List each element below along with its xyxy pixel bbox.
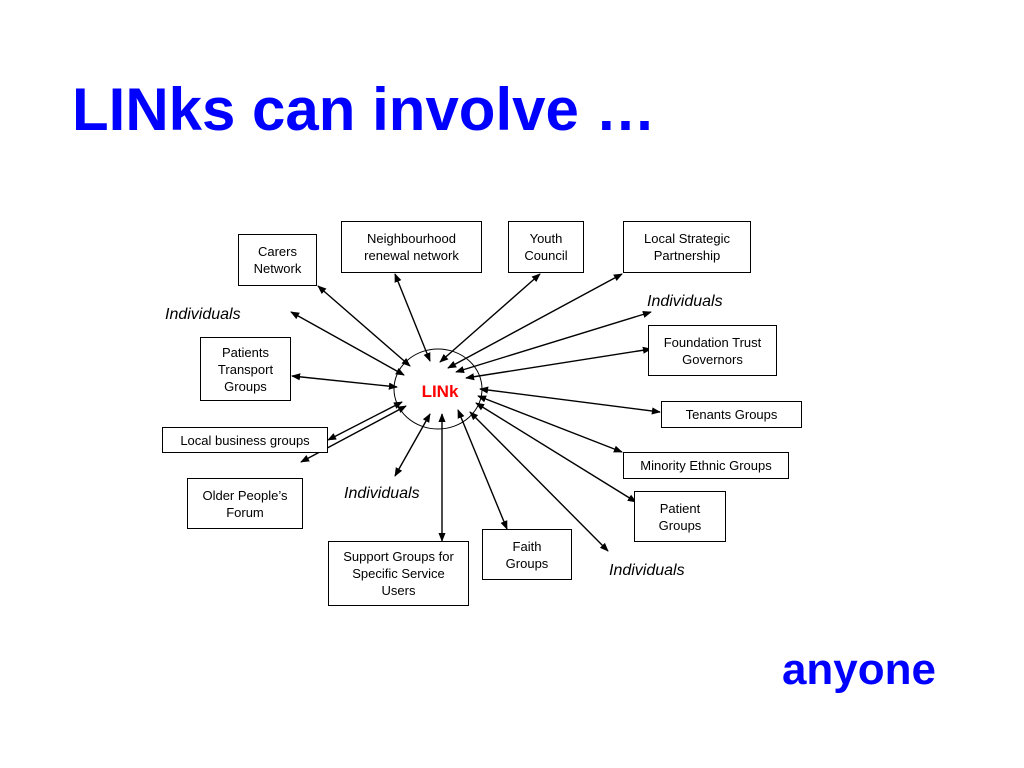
connector-local-strategic-partnership [447,273,623,369]
connector-carers-network [317,285,411,367]
node-youth-council: Youth Council [508,221,584,273]
node-carers-network: Carers Network [238,234,317,286]
node-local-strategic-partnership: Local Strategic Partnership [623,221,751,273]
connector-faith-groups [457,409,508,530]
connector-individuals-lower-middle [394,413,431,477]
connector-individuals-upper-right [455,310,652,374]
connector-patient-groups [475,402,637,503]
connector-foundation-trust-governors [465,346,652,381]
slide-footer-text: anyone [781,645,936,694]
individuals-label-lower-right: Individuals [609,562,685,579]
individuals-label-lower-middle: Individuals [344,485,420,502]
connector-local-business [327,401,403,441]
node-patients-transport-groups: Patients Transport Groups [200,337,291,401]
connector-patients-transport [291,373,398,390]
node-tenants-groups: Tenants Groups [661,401,802,428]
connector-individuals-upper-left [290,311,405,376]
individuals-label-upper-right: Individuals [647,293,723,310]
node-foundation-trust-governors: Foundation Trust Governors [648,325,777,376]
connector-tenants-groups [479,386,661,415]
node-patient-groups: Patient Groups [634,491,726,542]
node-neighbourhood-renewal-network: Neighbourhood renewal network [341,221,482,273]
connector-youth-council [439,273,541,363]
slide-title: LINks can involve … [72,76,656,143]
node-faith-groups: Faith Groups [482,529,572,580]
connector-neighbourhood-renewal [394,273,431,362]
link-hub-label: LINk [421,382,459,401]
node-support-groups: Support Groups for Specific Service User… [328,541,469,606]
node-older-peoples-forum: Older People’s Forum [187,478,303,529]
node-minority-ethnic-groups: Minority Ethnic Groups [623,452,789,479]
node-local-business-groups: Local business groups [162,427,328,453]
individuals-label-upper-left: Individuals [165,306,241,323]
